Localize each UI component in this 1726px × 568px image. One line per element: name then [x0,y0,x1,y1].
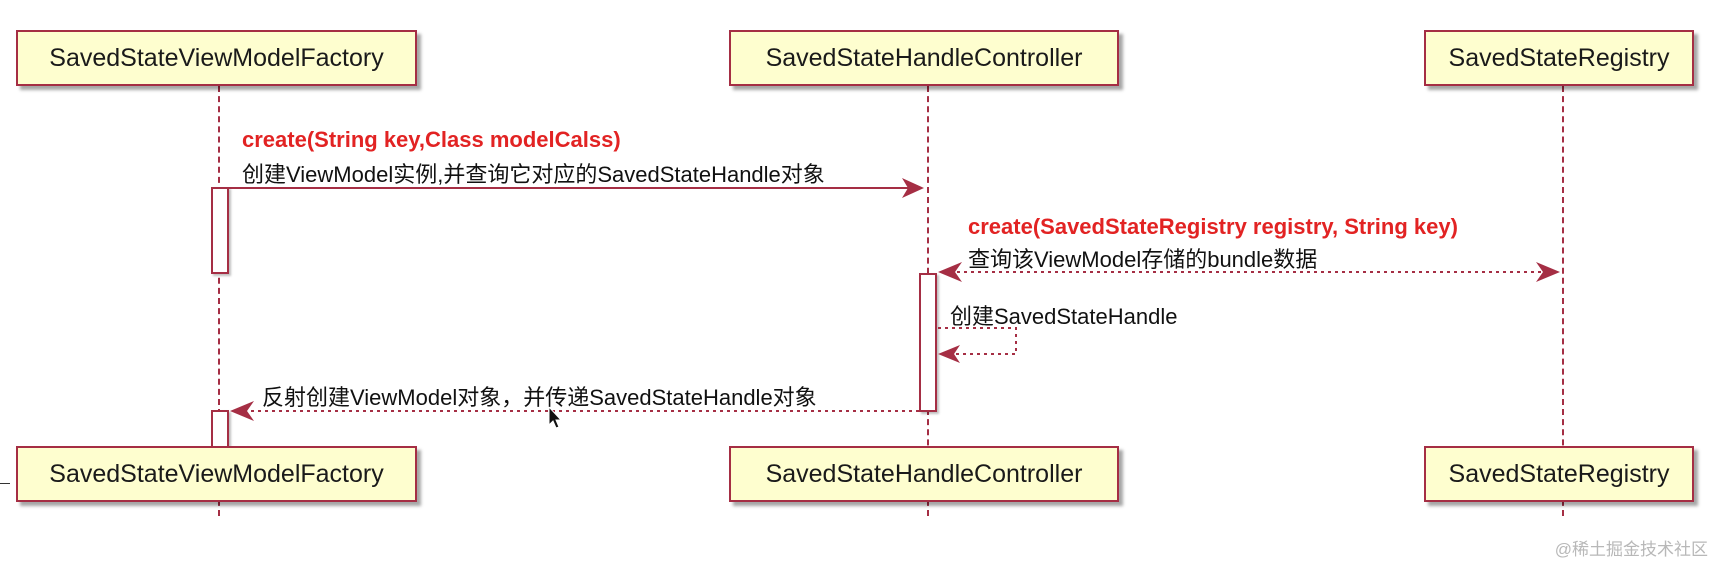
arrowhead-query-bundle-right [1536,262,1560,282]
message-2-description: 查询该ViewModel存储的bundle数据 [968,247,1318,272]
message-1-method: create(String key,Class modelCalss) [242,127,621,152]
arrowhead-self-create-handle [938,345,960,363]
activation-factory-1 [211,187,229,274]
lifeline-registry [1562,86,1564,516]
participant-factory-bottom: SavedStateViewModelFactory [16,446,417,502]
watermark: @稀土掘金技术社区 [1554,540,1708,559]
message-1-description: 创建ViewModel实例,并查询它对应的SavedStateHandle对象 [242,162,825,187]
message-3-description: 创建SavedStateHandle [950,304,1178,329]
arrowhead-create-viewmodel [902,178,924,198]
arrow-self-create-handle [938,327,1017,355]
message-4-description: 反射创建ViewModel对象，并传递SavedStateHandle对象 [262,385,817,410]
participant-registry-top: SavedStateRegistry [1424,30,1694,86]
arrowhead-return-viewmodel [230,401,254,421]
activation-controller [919,273,937,412]
left-edge-line [0,483,10,484]
participant-factory-top: SavedStateViewModelFactory [16,30,417,86]
cursor-icon [548,405,563,429]
participant-controller-top: SavedStateHandleController [729,30,1119,86]
participant-registry-bottom: SavedStateRegistry [1424,446,1694,502]
message-2-method: create(SavedStateRegistry registry, Stri… [968,214,1458,239]
arrowhead-query-bundle-left [938,262,962,282]
lifeline-factory [218,86,220,516]
participant-controller-bottom: SavedStateHandleController [729,446,1119,502]
